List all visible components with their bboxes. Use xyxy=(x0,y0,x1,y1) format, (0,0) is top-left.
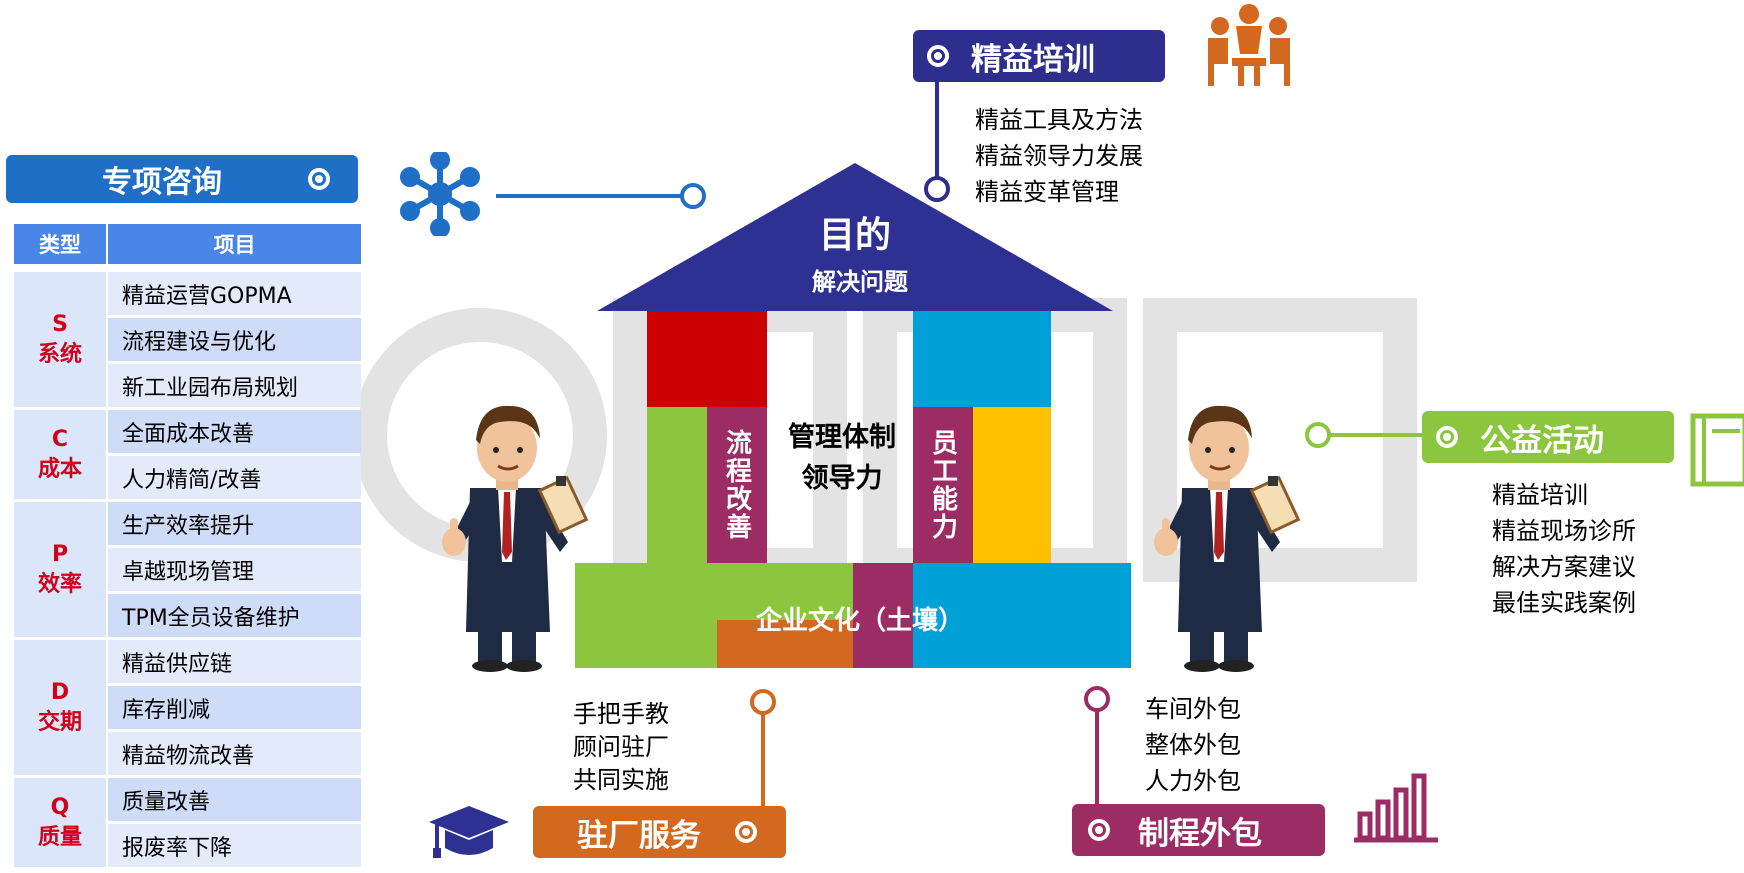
group-q: Q 质量 xyxy=(14,778,106,867)
roof-title: 目的 xyxy=(818,215,891,256)
group-s: S 系统 xyxy=(14,272,106,407)
group-c: C 成本 xyxy=(14,410,106,499)
group-name: 效率 xyxy=(37,571,82,597)
onsite-badge: 驻厂服务 xyxy=(533,806,786,858)
group-name: 质量 xyxy=(37,824,82,850)
graduation-cap-icon xyxy=(429,806,509,858)
list-item: 精益变革管理 xyxy=(975,178,1119,206)
list-item: 生产效率提升 xyxy=(108,502,361,545)
training-badge: 精益培训 xyxy=(913,30,1165,82)
group-name: 系统 xyxy=(37,341,82,367)
public-list: 精益培训 精益现场诊所 解决方案建议 最佳实践案例 xyxy=(1492,477,1636,621)
pillar-right-label: 员工能力 xyxy=(927,429,958,541)
list-item: 精益培训 xyxy=(1492,481,1588,509)
outsource-badge: 制程外包 xyxy=(1072,804,1325,856)
consult-title: 专项咨询 xyxy=(102,165,222,200)
roof-subtitle: 解决问题 xyxy=(812,268,908,296)
book-icon xyxy=(1690,413,1744,487)
outsource-list: 车间外包 整体外包 人力外包 xyxy=(1145,691,1241,799)
list-item: 精益工具及方法 xyxy=(975,106,1143,134)
list-item: 手把手教 xyxy=(573,700,669,728)
target-icon xyxy=(735,821,757,843)
center-line2: 领导力 xyxy=(801,463,883,494)
col-type-header: 类型 xyxy=(14,224,106,264)
list-item: 最佳实践案例 xyxy=(1492,589,1636,617)
list-item: 新工业园布局规划 xyxy=(108,364,361,407)
training-list: 精益工具及方法 精益领导力发展 精益变革管理 xyxy=(975,102,1143,210)
group-name: 成本 xyxy=(37,456,82,482)
list-item: 流程建设与优化 xyxy=(108,318,361,361)
target-icon xyxy=(1436,426,1458,448)
onsite-list: 手把手教 顾问驻厂 共同实施 xyxy=(573,698,669,797)
list-item: 精益现场诊所 xyxy=(1492,517,1636,545)
list-item: 车间外包 xyxy=(1145,695,1241,723)
list-item: 人力外包 xyxy=(1145,767,1241,795)
group-code: P xyxy=(51,541,69,567)
consult-header: 专项咨询 xyxy=(6,155,358,203)
businessman-left xyxy=(442,405,589,672)
group-code: C xyxy=(51,426,69,452)
list-item: 全面成本改善 xyxy=(108,410,361,453)
group-p: P 效率 xyxy=(14,502,106,637)
center-line1: 管理体制 xyxy=(788,422,896,453)
group-d: D 交期 xyxy=(14,640,106,775)
public-title: 公益活动 xyxy=(1480,422,1604,459)
list-item: 共同实施 xyxy=(573,766,669,794)
outsource-title: 制程外包 xyxy=(1138,815,1262,852)
target-icon xyxy=(308,168,330,190)
list-item: 报废率下降 xyxy=(108,824,361,867)
list-item: 顾问驻厂 xyxy=(573,733,669,761)
training-title: 精益培训 xyxy=(971,41,1095,78)
col-item-header: 项目 xyxy=(108,224,361,264)
target-icon xyxy=(927,45,949,67)
group-code: Q xyxy=(50,794,70,820)
bar-chart-icon xyxy=(1354,773,1438,843)
list-item: 库存削减 xyxy=(108,686,361,729)
group-code: S xyxy=(52,311,68,337)
group-name: 交期 xyxy=(37,709,82,735)
businessman-right xyxy=(1154,405,1301,672)
list-item: 精益物流改善 xyxy=(108,732,361,775)
list-item: 质量改善 xyxy=(108,778,361,821)
list-item: TPM全员设备维护 xyxy=(108,594,361,637)
pillar-left-label: 流程改善 xyxy=(721,429,752,541)
team-meeting-icon xyxy=(1208,4,1290,86)
network-icon xyxy=(400,152,480,236)
target-icon xyxy=(1088,819,1110,841)
list-item: 精益领导力发展 xyxy=(975,142,1143,170)
list-item: 精益运营GOPMA xyxy=(108,272,361,315)
list-item: 卓越现场管理 xyxy=(108,548,361,591)
group-code: D xyxy=(50,679,70,705)
list-item: 整体外包 xyxy=(1145,731,1241,759)
base-label: 企业文化（土壤） xyxy=(755,606,964,636)
onsite-title: 驻厂服务 xyxy=(577,817,701,854)
public-badge: 公益活动 xyxy=(1422,411,1674,463)
list-item: 人力精简/改善 xyxy=(108,456,361,499)
consult-table-header: 类型 项目 xyxy=(14,224,361,264)
list-item: 解决方案建议 xyxy=(1492,553,1636,581)
list-item: 精益供应链 xyxy=(108,640,361,683)
